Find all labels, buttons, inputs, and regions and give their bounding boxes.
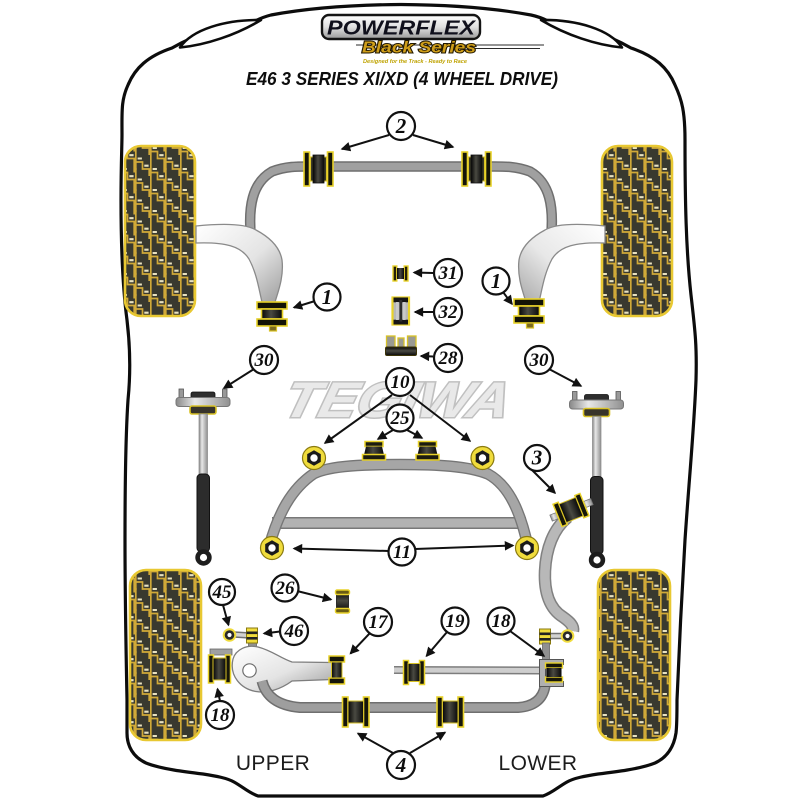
svg-text:25: 25 [390,408,411,429]
svg-text:31: 31 [438,263,458,284]
svg-text:19: 19 [446,611,466,632]
svg-text:17: 17 [369,612,390,633]
svg-text:30: 30 [529,350,550,371]
svg-text:45: 45 [212,582,233,603]
svg-text:18: 18 [492,611,512,632]
svg-text:32: 32 [438,302,459,323]
svg-text:3: 3 [531,446,543,470]
svg-text:UPPER: UPPER [236,752,310,775]
svg-text:1: 1 [491,269,502,293]
svg-text:Designed for the Track - Ready: Designed for the Track - Ready to Race [363,59,467,65]
svg-text:26: 26 [275,578,296,599]
svg-text:46: 46 [284,621,305,642]
svg-text:28: 28 [438,348,459,369]
svg-text:2: 2 [395,114,407,138]
svg-text:POWERFLEX: POWERFLEX [327,18,477,40]
svg-text:4: 4 [395,753,407,777]
svg-text:E46 3 SERIES XI/XD (4 WHEEL DR: E46 3 SERIES XI/XD (4 WHEEL DRIVE) [246,69,558,89]
svg-text:LOWER: LOWER [498,752,577,775]
svg-text:1: 1 [322,285,333,309]
svg-text:11: 11 [393,542,411,563]
svg-text:18: 18 [211,705,231,726]
svg-text:10: 10 [391,372,411,393]
svg-text:Black Series: Black Series [362,40,476,57]
svg-text:30: 30 [254,350,275,371]
